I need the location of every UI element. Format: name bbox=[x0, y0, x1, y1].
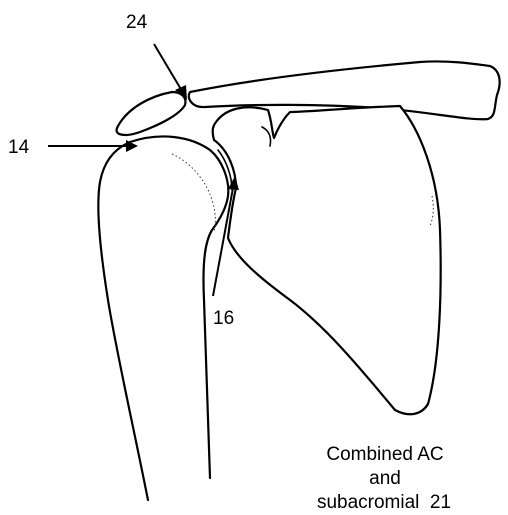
caption-line-2: and bbox=[369, 468, 401, 489]
caption-line-1: Combined AC bbox=[326, 444, 443, 465]
humeral-head-shading bbox=[172, 154, 215, 232]
acromion bbox=[117, 92, 186, 135]
arrow-14 bbox=[48, 140, 138, 152]
label-24: 24 bbox=[126, 12, 148, 33]
label-14: 14 bbox=[8, 137, 30, 158]
scapula bbox=[213, 106, 441, 414]
label-16: 16 bbox=[213, 308, 234, 329]
caption-line-3: subacromial 21 bbox=[317, 492, 451, 513]
